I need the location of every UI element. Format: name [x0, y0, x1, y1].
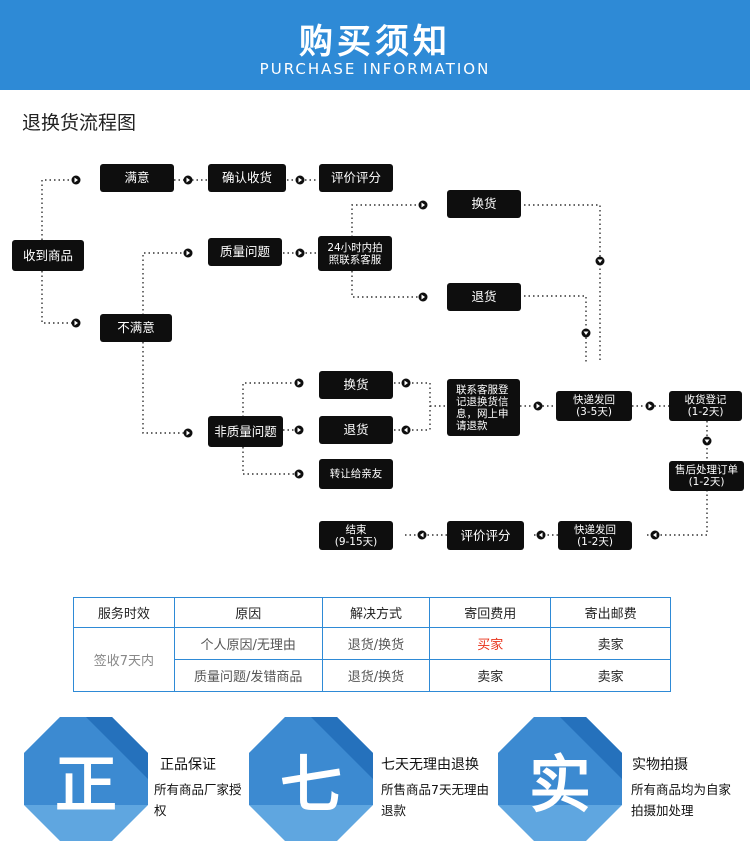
node-end: 结束 (9-15天) — [319, 521, 393, 550]
node-contact-24h: 24小时内拍 照联系客服 — [318, 236, 392, 271]
node-exchange-lower: 换货 — [319, 371, 393, 399]
guarantee-title: 实物拍摄 — [632, 757, 688, 773]
solution-cell: 退货/换货 — [321, 627, 431, 660]
send-fee-cell: 卖家 — [550, 627, 671, 660]
badge-real-photos: 实 — [498, 717, 622, 841]
send-fee-cell: 卖家 — [550, 659, 671, 692]
flow-connectors — [41, 175, 712, 540]
section-title: 退换货流程图 — [22, 112, 137, 134]
reason-cell: 个人原因/无理由 — [173, 627, 323, 660]
node-receive-register: 收货登记 (1-2天) — [669, 391, 742, 421]
badge-char: 实 — [528, 748, 591, 821]
badge-char: 七 — [279, 748, 342, 821]
col-header-reason: 原因 — [173, 597, 323, 628]
return-flowchart: 收到商品 满意 确认收货 评价评分 不满意 质量问题 24小时内拍 照联系客服 … — [0, 140, 750, 560]
col-header-send-fee: 寄出邮费 — [550, 597, 671, 628]
node-non-quality-issue: 非质量问题 — [208, 416, 283, 447]
guarantee-desc: 所有商品均为自家拍摄加处理 — [631, 782, 732, 818]
node-gift-friends: 转让给亲友 — [319, 459, 393, 489]
node-exchange-upper: 换货 — [447, 190, 521, 218]
octagon-badge-icon — [249, 717, 373, 841]
node-quality-issue: 质量问题 — [208, 238, 282, 266]
guarantee-title: 七天无理由退换 — [381, 757, 479, 773]
node-confirm-receipt: 确认收货 — [208, 164, 286, 192]
guarantee-desc: 所售商品7天无理由退款 — [381, 782, 489, 818]
badge-seven-days: 七 — [249, 717, 373, 841]
node-review-bottom: 评价评分 — [447, 521, 524, 550]
return-policy-table: 服务时效 原因 解决方式 寄回费用 寄出邮费 签收7天内 个人原因/无理由 退货… — [73, 597, 671, 692]
node-express-send: 快递发回 (3-5天) — [556, 391, 632, 421]
node-unsatisfied: 不满意 — [100, 314, 172, 342]
col-header-solution: 解决方式 — [321, 597, 431, 628]
guarantee-title: 正品保证 — [160, 757, 216, 773]
col-header-return-fee: 寄回费用 — [429, 597, 552, 628]
col-header-period: 服务时效 — [73, 597, 175, 628]
node-review-top: 评价评分 — [319, 164, 393, 192]
header-banner: 购买须知 PURCHASE INFORMATION — [0, 0, 750, 90]
node-register-return: 联系客服登 记退换货信 息，网上申 请退款 — [447, 379, 520, 436]
badge-char: 正 — [54, 748, 117, 821]
octagon-badge-icon — [24, 717, 148, 841]
guarantee-desc: 所有商品厂家授权 — [154, 782, 242, 818]
page-subtitle: PURCHASE INFORMATION — [259, 60, 491, 78]
node-after-sale: 售后处理订单 (1-2天) — [669, 461, 744, 491]
solution-cell: 退货/换货 — [321, 659, 431, 692]
octagon-badge-icon — [498, 717, 622, 841]
return-fee-cell: 卖家 — [429, 659, 552, 692]
node-satisfied: 满意 — [100, 164, 174, 192]
table-header-row: 服务时效 原因 解决方式 寄回费用 寄出邮费 — [73, 597, 671, 628]
node-express-return: 快递发回 (1-2天) — [558, 521, 632, 550]
node-return-lower: 退货 — [319, 416, 393, 444]
page-title: 购买须知 — [299, 22, 451, 62]
node-received: 收到商品 — [12, 240, 84, 271]
return-fee-cell: 买家 — [429, 627, 552, 660]
table-row: 签收7天内 个人原因/无理由 退货/换货 买家 卖家 — [73, 627, 671, 692]
badge-authentic: 正 — [24, 717, 148, 841]
reason-cell: 质量问题/发错商品 — [173, 659, 323, 692]
period-cell: 签收7天内 — [73, 627, 175, 692]
node-return-upper: 退货 — [447, 283, 521, 311]
table-row: 质量问题/发错商品 退货/换货 卖家 卖家 — [74, 659, 671, 692]
